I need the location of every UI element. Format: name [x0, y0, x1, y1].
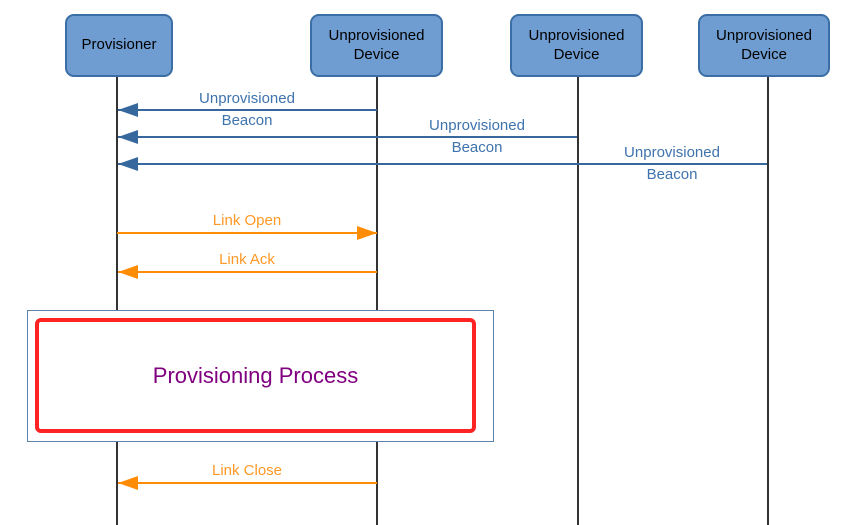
message-line-link-ack [118, 271, 377, 273]
actor-unprovisioned-device-1: Unprovisioned Device [310, 14, 443, 77]
message-line-link-open [117, 232, 377, 234]
provisioning-process-box: Provisioning Process [35, 318, 476, 433]
message-line-unprovisioned-beacon-1 [118, 109, 377, 111]
arrowhead-left-icon [118, 265, 138, 279]
arrowhead-left-icon [118, 103, 138, 117]
actor-unprovisioned-device-2: Unprovisioned Device [510, 14, 643, 77]
message-label-line1: Unprovisioned [199, 90, 295, 107]
actor-unprovisioned-device-3: Unprovisioned Device [698, 14, 830, 77]
message-label-line2: Beacon [451, 139, 503, 156]
message-label: Link Close [211, 462, 283, 479]
message-label-line1: Unprovisioned [624, 144, 720, 161]
lifeline-device-3 [767, 77, 769, 525]
arrowhead-left-icon [118, 157, 138, 171]
message-line-unprovisioned-beacon-2 [118, 136, 577, 138]
message-line-link-close [118, 482, 377, 484]
lifeline-device-2 [577, 77, 579, 525]
message-line-unprovisioned-beacon-3 [118, 163, 767, 165]
actor-label: Unprovisioned Device [528, 26, 625, 63]
lifeline-device-1 [376, 77, 378, 525]
message-label-line1: Unprovisioned [429, 117, 525, 134]
arrowhead-left-icon [118, 130, 138, 144]
message-label: Link Ack [219, 251, 275, 268]
message-label-line2: Beacon [221, 112, 273, 129]
actor-label: Provisioner [81, 36, 157, 54]
message-label-line2: Beacon [646, 166, 698, 183]
actor-label: Unprovisioned Device [716, 26, 812, 63]
message-label: Link Open [212, 212, 282, 229]
provisioning-process-label: Provisioning Process [152, 362, 359, 388]
actor-label: Unprovisioned Device [328, 26, 425, 63]
arrowhead-right-icon [357, 226, 377, 240]
lifeline-provisioner [116, 77, 118, 525]
arrowhead-left-icon [118, 476, 138, 490]
actor-provisioner: Provisioner [65, 14, 173, 77]
